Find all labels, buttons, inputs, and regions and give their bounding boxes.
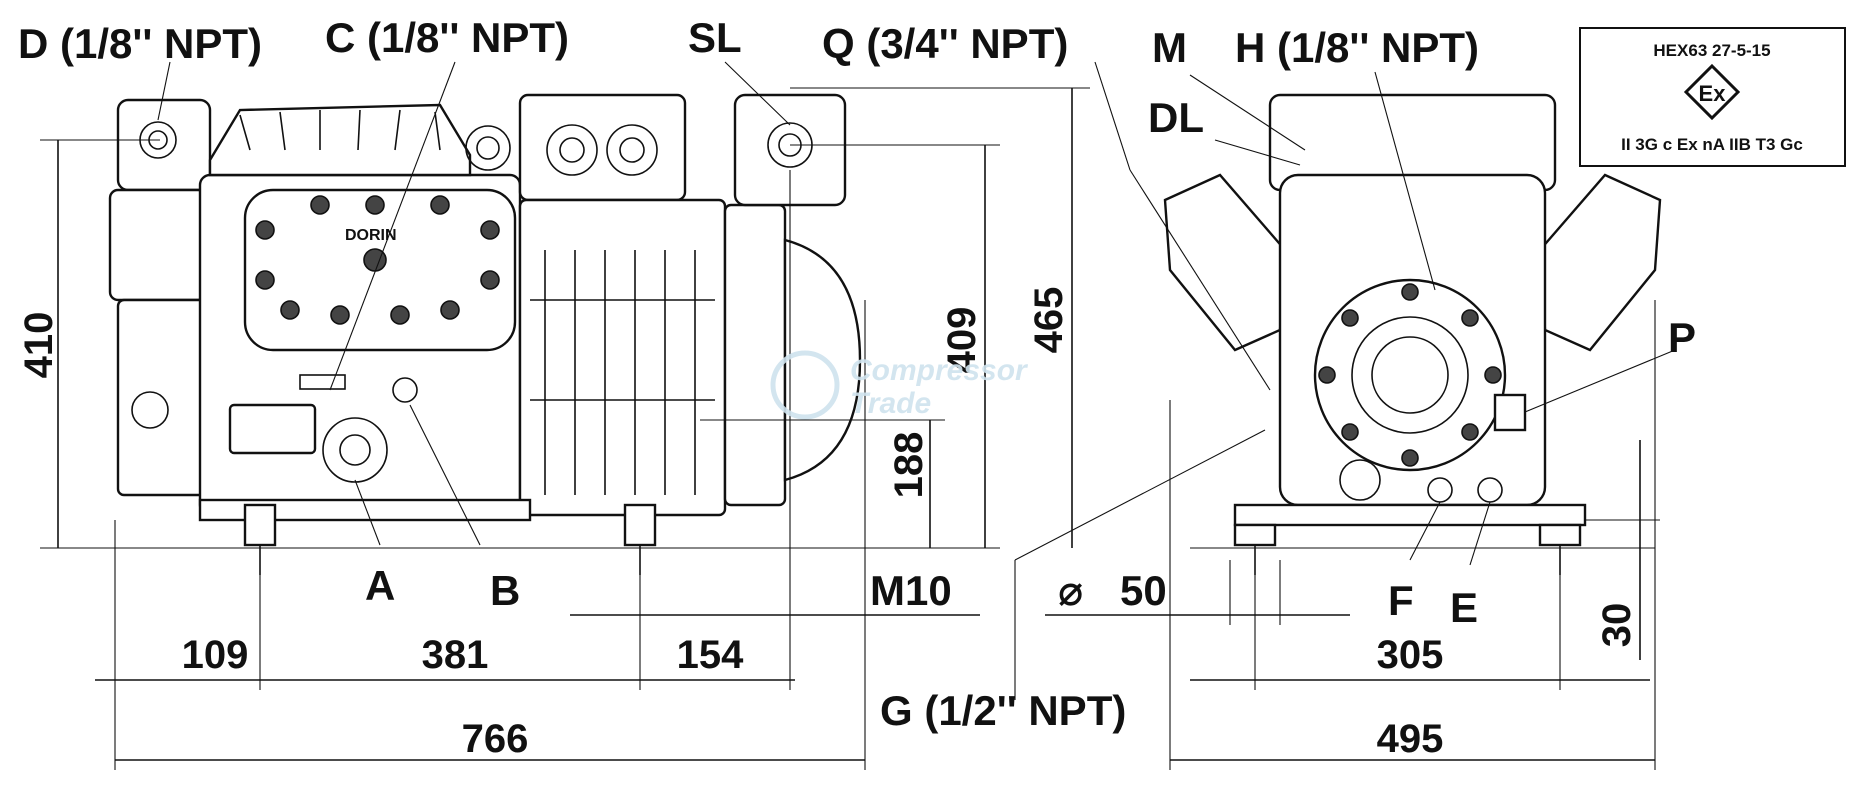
label-diameter-value: 50 xyxy=(1120,567,1167,614)
cylinder-bank-left xyxy=(1163,173,1287,352)
dim-465: 465 xyxy=(1027,287,1071,354)
atex-certification-box: HEX63 27-5-15 Ex II 3G c Ex nA IIB T3 Gc xyxy=(1579,27,1846,167)
dim-495: 495 xyxy=(1377,717,1444,761)
label-dl: DL xyxy=(1148,94,1204,141)
flange-bolts xyxy=(1318,283,1502,467)
label-diameter-symbol: ⌀ xyxy=(1058,567,1083,614)
nameplate xyxy=(228,403,317,455)
head-bolts xyxy=(255,195,500,325)
side-view: DORIN xyxy=(108,93,862,575)
front-base xyxy=(1233,503,1587,527)
front-flange xyxy=(1313,278,1507,472)
atex-marking: II 3G c Ex nA IIB T3 Gc xyxy=(1621,135,1803,154)
svg-text:DORIN: DORIN xyxy=(345,227,397,244)
port-a-fitting xyxy=(322,417,388,483)
watermark-line2: Trade xyxy=(850,387,931,420)
ex-hexagon-icon xyxy=(1683,63,1741,121)
dimension-lines xyxy=(40,87,1660,770)
ex-symbol: Ex xyxy=(1699,81,1727,106)
label-a: A xyxy=(365,562,395,609)
label-h: H (1/8'' NPT) xyxy=(1235,24,1479,71)
label-b: B xyxy=(490,567,520,614)
dim-154: 154 xyxy=(677,633,744,677)
foot-left xyxy=(243,503,277,547)
label-q: Q (3/4'' NPT) xyxy=(822,20,1068,67)
dim-188: 188 xyxy=(887,432,931,499)
dim-30: 30 xyxy=(1595,603,1639,648)
label-p: P xyxy=(1668,314,1696,361)
dim-766: 766 xyxy=(462,717,529,761)
cylinder-bank-right xyxy=(1538,173,1662,352)
lifting-eye xyxy=(465,125,511,171)
suction-end-cover xyxy=(723,203,787,507)
label-f: F xyxy=(1388,577,1414,624)
dim-305: 305 xyxy=(1377,633,1444,677)
side-top-block xyxy=(116,98,212,192)
label-e: E xyxy=(1450,584,1478,631)
motor-terminal-box xyxy=(518,93,687,202)
cylinder-head-top xyxy=(208,103,472,177)
label-d: D (1/8'' NPT) xyxy=(18,20,262,67)
dim-109: 109 xyxy=(182,633,249,677)
label-m: M xyxy=(1152,24,1187,71)
port-p-fitting xyxy=(1493,393,1527,432)
watermark: Compressor Trade xyxy=(770,350,1029,420)
label-g: G (1/2'' NPT) xyxy=(880,687,1126,734)
label-c: C (1/8'' NPT) xyxy=(325,14,569,61)
dim-409: 409 xyxy=(940,307,984,374)
leader-lines xyxy=(157,61,1676,700)
port-b-fitting xyxy=(392,377,418,403)
label-m10: M10 xyxy=(870,567,952,614)
front-view xyxy=(1163,93,1662,575)
side-left-block xyxy=(108,188,208,302)
watermark-logo-icon xyxy=(770,350,840,420)
watermark-line1: Compressor xyxy=(850,354,1029,387)
label-sl: SL xyxy=(688,14,742,61)
dim-381: 381 xyxy=(422,633,489,677)
foot-right xyxy=(623,503,657,547)
dim-410: 410 xyxy=(17,312,61,379)
motor-fins xyxy=(530,250,715,495)
atex-code: HEX63 27-5-15 xyxy=(1653,41,1770,60)
